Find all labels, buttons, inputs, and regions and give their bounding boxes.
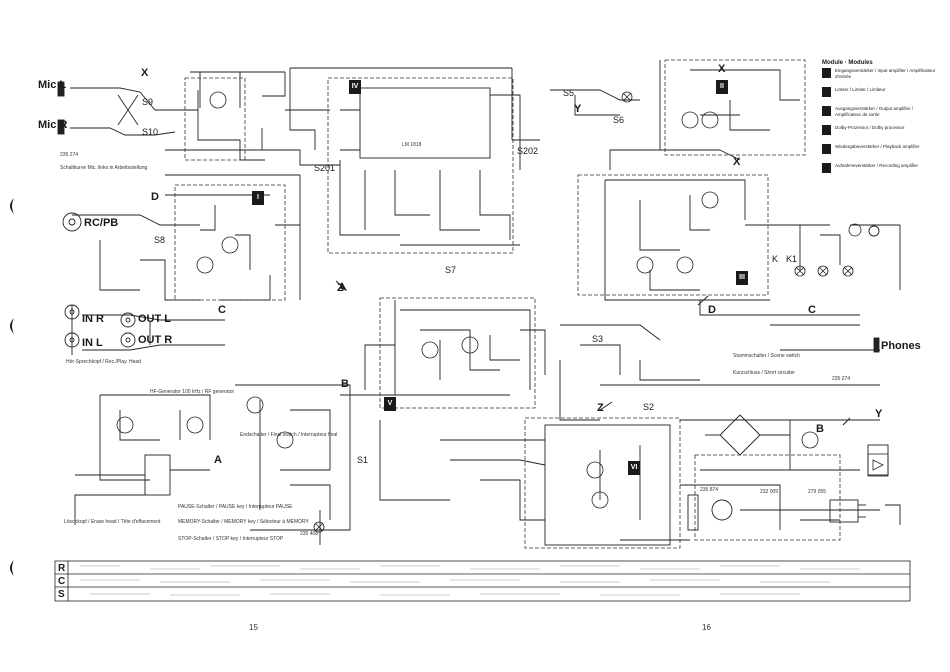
wiring <box>70 60 901 546</box>
connector-out-l: OUT L <box>138 313 171 325</box>
module-i-badge: I <box>252 191 264 205</box>
switch-s6: S6 <box>613 115 625 125</box>
marker-d-1: D <box>151 191 159 203</box>
bottom-strip <box>54 560 911 602</box>
note-switch-position: Schaltkurve Mic. links in Arbeitsstellun… <box>60 165 148 171</box>
ic-label: LM 1818 <box>402 142 422 148</box>
note-k1-key: Kurzschluss / Short circuiter <box>733 370 795 376</box>
strip-row-r: R <box>58 563 66 574</box>
legend-swatch <box>822 106 831 116</box>
switch-s10: S10 <box>142 127 159 137</box>
page-number-left: 15 <box>249 623 258 632</box>
transistors <box>116 91 862 509</box>
legend-text: Dolby-Prozessor / Dolby processor <box>835 125 905 130</box>
module-ii-badge: II <box>716 80 728 94</box>
legend-swatch <box>822 163 831 173</box>
module-vi-badge: VI <box>628 461 640 475</box>
connector-out-r: OUT R <box>138 334 173 346</box>
module-iv-badge: IV <box>349 80 361 94</box>
note-memory: MEMORY-Schalter / MEMORY key / Sélecteur… <box>178 519 309 525</box>
motor-symbol <box>687 494 733 531</box>
marker-z-2: Z <box>597 402 604 414</box>
part-number-2: 235 408 <box>300 531 319 537</box>
legend-text: Aufnahmeverstärker / Recording amplifier <box>835 163 919 168</box>
module-boundaries <box>174 59 841 549</box>
marker-b-2: B <box>816 423 824 435</box>
legend-row: Aufnahmeverstärker / Recording amplifier <box>822 163 940 182</box>
lamp-icons <box>313 91 854 533</box>
switch-s2: S2 <box>643 402 655 412</box>
note-endschalter: Endschalter / Final switch / Interrupteu… <box>240 432 338 438</box>
connector-mic-r: Mic R <box>38 119 68 131</box>
part-number-5: 279 055 <box>808 489 827 495</box>
signal-arrows <box>335 280 851 426</box>
part-number-1: 235 274 <box>60 152 79 158</box>
marker-z-1: Z <box>337 282 344 294</box>
switch-s201: S201 <box>314 163 336 173</box>
connector-mic-l: Mic L <box>38 79 67 91</box>
legend-row: Wiedergabeverstärker / Playback amplifie… <box>822 144 940 163</box>
page-number-right: 16 <box>702 623 711 632</box>
switch-s9: S9 <box>142 97 154 107</box>
legend-text: Eingangsverstärker / Input amplifier / A… <box>835 68 936 79</box>
legend-row: Ausgangsverstärker / Output amplifier / … <box>822 106 940 125</box>
note-stop: STOP-Schalter / STOP key / Interrupteur … <box>178 536 284 542</box>
switch-s1: S1 <box>357 455 369 465</box>
connector-phones: Phones <box>881 340 921 352</box>
part-number-4: 232 009 <box>760 489 779 495</box>
note-oscillator: HF-Generator 100 kHz / RF generator <box>150 389 235 395</box>
connector-rc-pb: RC/PB <box>84 217 119 229</box>
note-k-key: Stummschalter / Scene switch <box>733 353 800 359</box>
legend-header: Module · Modules <box>822 60 873 66</box>
marker-d-2: D <box>708 304 716 316</box>
legend-text: Limiter / Limiter / Limiteur <box>835 87 886 92</box>
marker-c-2: C <box>808 304 816 316</box>
binding-marks <box>10 198 14 576</box>
marker-a: A <box>214 454 222 466</box>
note-pause: PAUSE-Schalter / PAUSE key / Interrupteu… <box>178 504 293 510</box>
legend-swatch <box>822 87 831 97</box>
legend-row: Dolby-Prozessor / Dolby processor <box>822 125 940 144</box>
marker-x-1: X <box>141 67 149 79</box>
marker-y-1: Y <box>574 103 582 115</box>
mains-plug-symbol <box>829 499 866 523</box>
switch-s5: S5 <box>563 88 575 98</box>
switch-s202: S202 <box>517 146 539 156</box>
connector-in-l: IN L <box>82 337 103 349</box>
legend-text: Wiedergabeverstärker / Playback amplifie… <box>835 144 920 149</box>
legend-swatch <box>822 125 831 135</box>
marker-b-1: B <box>341 378 349 390</box>
module-legend: Module · Modules Eingangsverstärker / In… <box>822 60 940 182</box>
note-head-erase: Löschkopf / Erase head / Tête d'effaceme… <box>64 519 161 525</box>
strip-row-c: C <box>58 576 66 587</box>
part-number-1b: 235 274 <box>832 376 851 382</box>
module-iii-badge: III <box>736 271 748 285</box>
marker-x-2: X <box>718 63 726 75</box>
switch-s7: S7 <box>445 265 457 275</box>
module-v-badge: V <box>384 397 396 411</box>
switch-s8: S8 <box>154 235 166 245</box>
bottom-strip-ticks <box>80 565 860 596</box>
legend-swatch <box>822 144 831 154</box>
marker-x-3: X <box>733 156 741 168</box>
legend-row: Limiter / Limiter / Limiteur <box>822 87 940 106</box>
marker-k1: K1 <box>786 254 798 264</box>
legend-text: Ausgangsverstärker / Output amplifier / … <box>835 106 914 117</box>
connector-jacks <box>57 81 880 353</box>
legend-row: Eingangsverstärker / Input amplifier / A… <box>822 68 940 87</box>
connector-in-r: IN R <box>82 313 104 325</box>
note-head-rp: Hör-Sprechkopf / Rec./Play. Head <box>66 359 141 365</box>
marker-y-2: Y <box>875 408 883 420</box>
legend-swatch <box>822 68 831 78</box>
part-number-3: 235 874 <box>700 487 719 493</box>
triangle-symbol <box>867 453 889 477</box>
strip-row-s: S <box>58 589 65 600</box>
switch-s3: S3 <box>592 334 604 344</box>
marker-c-1: C <box>218 304 226 316</box>
marker-k: K <box>772 254 779 264</box>
